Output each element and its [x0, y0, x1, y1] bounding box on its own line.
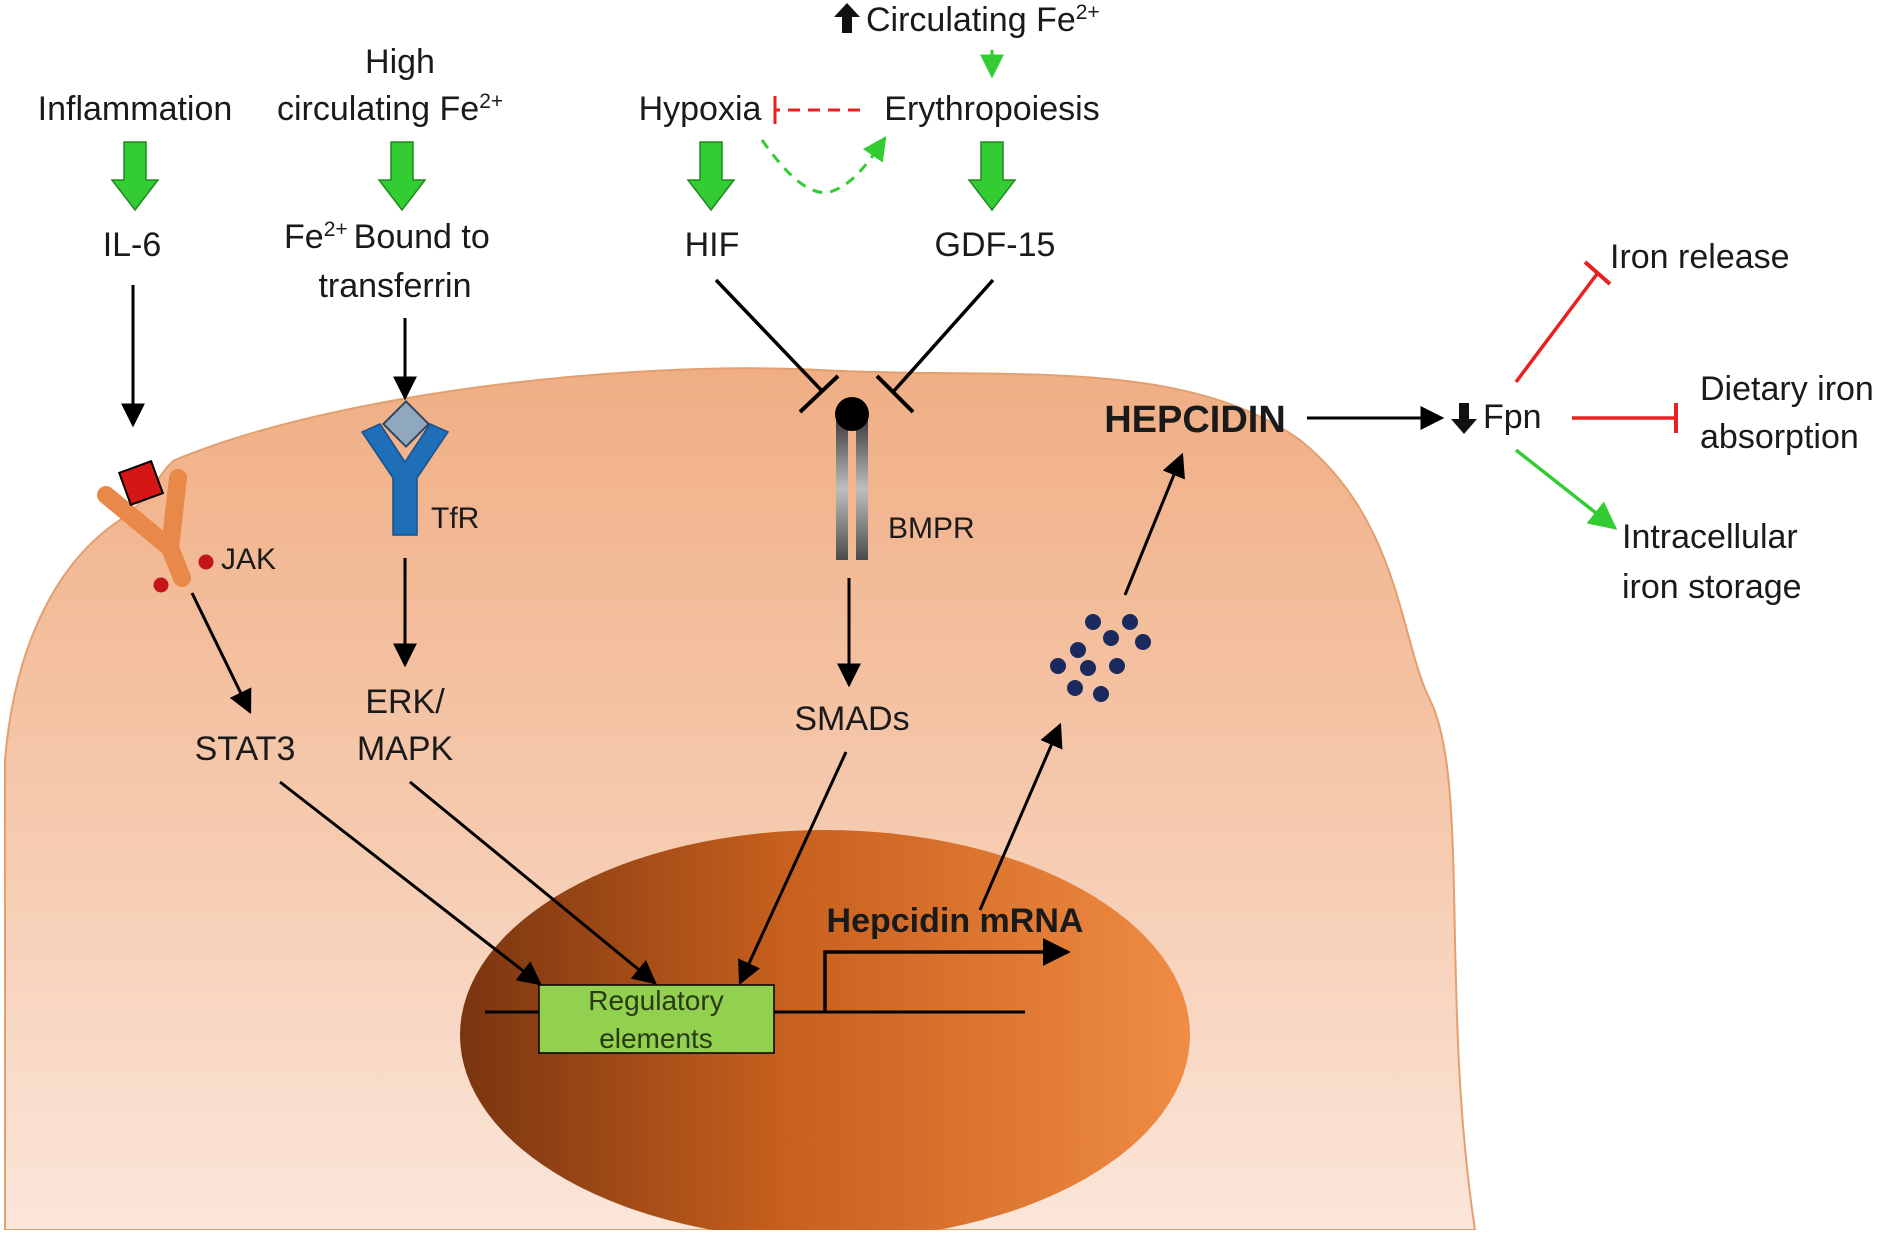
fpn-label: Fpn: [1483, 398, 1542, 436]
hypoxia-stimulates-erythropoiesis-dashed: [760, 136, 887, 195]
il6-ligand-square: [117, 459, 165, 507]
green-arrow-erythropoiesis: [967, 141, 1017, 212]
up-arrow-icon: [834, 3, 860, 33]
gdf15-label: GDF-15: [935, 226, 1056, 264]
il6-label: IL-6: [103, 226, 162, 264]
bmp-receptor: [835, 397, 869, 560]
transcription-start-arrow: [823, 938, 1071, 1012]
dietary-label-line2: absorption: [1700, 418, 1859, 456]
mrna-to-hepcidin-arrow: [978, 722, 1063, 911]
bmpr-label: BMPR: [888, 512, 975, 545]
hepcidin-peptides: [1050, 614, 1151, 702]
high-fe-label-line2: circulating Fe2+: [277, 90, 503, 128]
inhibition-bar: [798, 374, 840, 414]
down-arrow-icon: [1451, 403, 1477, 434]
regulatory-label-line1: Regulatory: [588, 985, 723, 1016]
green-arrow-high-fe: [377, 141, 427, 212]
regulatory-label-line2: elements: [599, 1023, 713, 1054]
gdf15-inhibits-bmpr: [891, 278, 995, 394]
erk-label-line1: ERK/: [365, 683, 445, 721]
stat3-label: STAT3: [195, 730, 296, 768]
erk-to-regulatory-arrow: [409, 780, 657, 985]
hif-inhibits-bmpr: [714, 278, 825, 394]
inhibition-bar: [1583, 260, 1612, 286]
hepcidin-label: HEPCIDIN: [1104, 399, 1286, 441]
storage-label-line2: iron storage: [1622, 568, 1802, 606]
iron-release-label: Iron release: [1610, 238, 1790, 276]
fe-bound-label-line1: Fe2+Bound to: [284, 218, 490, 256]
green-arrow-inflammation: [110, 141, 160, 212]
fpn-promotes-iron-storage: [1514, 448, 1618, 530]
erythropoiesis-label: Erythropoiesis: [884, 90, 1099, 128]
bmp-ligand: [835, 397, 869, 431]
jak-dot: [198, 554, 214, 570]
transferrin-diamond: [381, 399, 431, 449]
hif-label: HIF: [685, 226, 740, 264]
tfr-label: TfR: [431, 502, 479, 535]
inflammation-label: Inflammation: [38, 90, 233, 128]
stat3-to-regulatory-arrow: [279, 780, 542, 986]
jak-dot: [153, 577, 169, 593]
nucleus: [460, 830, 1190, 1235]
fpn-inhibits-iron-release: [1514, 272, 1599, 384]
smads-label: SMADs: [794, 700, 909, 738]
fe-bound-label-line2: transferrin: [318, 267, 471, 305]
inhibition-bar: [875, 374, 915, 414]
green-arrow-hypoxia: [686, 141, 736, 212]
dietary-label-line1: Dietary iron: [1700, 370, 1874, 408]
transferrin-receptor: [360, 399, 450, 536]
circulating-fe-top-label: Circulating Fe2+: [866, 1, 1100, 39]
jak-to-stat3-arrow: [190, 592, 252, 715]
jak-label: JAK: [221, 543, 276, 576]
peptides-to-hepcidin-arrow: [1123, 452, 1185, 596]
hypoxia-label: Hypoxia: [639, 90, 762, 128]
storage-label-line1: Intracellular: [1622, 518, 1798, 556]
regulatory-elements-box: [538, 984, 775, 1054]
hepcidin-mrna-label: Hepcidin mRNA: [827, 902, 1084, 940]
high-fe-label-line1: High: [365, 43, 435, 81]
il6-receptor: [97, 459, 214, 593]
erk-label-line2: MAPK: [357, 730, 454, 768]
smads-to-regulatory-arrow: [738, 751, 848, 986]
